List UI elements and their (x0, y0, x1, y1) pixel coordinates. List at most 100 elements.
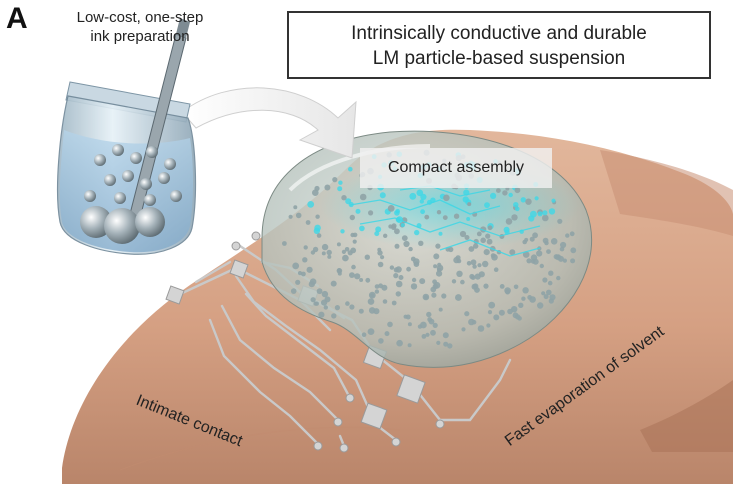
lm-particle (394, 228, 400, 235)
lm-particle (374, 289, 380, 294)
lm-particle (349, 272, 355, 278)
lm-particle (315, 214, 320, 219)
lm-particle (461, 327, 466, 332)
lm-particle (316, 288, 323, 295)
lm-particle (351, 264, 356, 270)
lm-particle (505, 218, 513, 225)
lm-particle (421, 334, 427, 339)
lm-particle (384, 331, 390, 337)
lm-particle (306, 266, 313, 273)
lm-particle (473, 243, 479, 249)
lm-particle (419, 278, 426, 285)
lm-particle (380, 255, 385, 260)
lm-particle (515, 206, 520, 212)
lm-particle (447, 343, 453, 349)
lm-particle (546, 249, 551, 255)
jar-particle (158, 172, 170, 184)
lm-particle (435, 243, 441, 249)
lm-particle (513, 202, 519, 208)
lm-particle (468, 246, 475, 252)
lm-particle (337, 271, 342, 276)
lm-particle (426, 311, 432, 318)
lm-particle (542, 214, 549, 222)
lm-particle (518, 302, 524, 308)
lm-particle (387, 321, 393, 328)
lm-particle (348, 166, 353, 172)
lm-particle (537, 302, 544, 309)
title-line2: LM particle-based suspension (372, 48, 626, 69)
panel-letter: A (6, 2, 28, 35)
lm-particle (541, 291, 546, 296)
lm-particle (480, 237, 487, 244)
lm-particle (407, 322, 412, 327)
lm-particle (487, 310, 493, 315)
ink-preparation-label: Low-cost, one-step ink preparation (40, 8, 240, 46)
lm-particle (438, 307, 443, 312)
lm-particle (460, 279, 465, 285)
lm-particle (487, 225, 493, 231)
lm-particle (464, 235, 470, 240)
lm-particle (367, 328, 375, 335)
lm-particle (337, 186, 343, 192)
lm-particle (470, 275, 476, 280)
lm-particle (420, 321, 427, 329)
lm-particle (359, 225, 365, 232)
lm-particle (570, 258, 576, 264)
lm-particle (459, 230, 467, 238)
lm-particle (365, 277, 371, 283)
lm-particle (321, 243, 329, 251)
lm-particle (345, 198, 352, 205)
lm-particle (375, 226, 382, 233)
lm-particle (420, 193, 427, 200)
lm-particle (509, 249, 516, 256)
lm-particle (367, 298, 375, 305)
lm-particle (410, 283, 418, 290)
lm-particle (358, 308, 364, 314)
lm-particle (350, 232, 355, 238)
lm-particle (377, 261, 384, 268)
lm-particle (308, 281, 315, 288)
lm-particle (381, 284, 388, 291)
lm-particle (551, 198, 556, 203)
lm-particle (464, 311, 470, 317)
lm-particle (419, 199, 424, 204)
conductive-network (349, 185, 541, 257)
lm-particle (542, 277, 548, 283)
lm-particle (477, 263, 482, 268)
lm-particle (513, 284, 519, 290)
lm-particle (316, 233, 322, 238)
lm-particle (524, 237, 529, 242)
lm-particle (342, 254, 349, 262)
lm-particle (537, 211, 543, 217)
lm-particle (394, 243, 400, 249)
lm-particle (466, 261, 472, 266)
lm-particle (455, 294, 462, 301)
lm-particle (313, 301, 318, 306)
jar-particle (146, 146, 158, 158)
lm-particle (368, 291, 376, 299)
jar-particle (104, 174, 116, 186)
lm-particle (338, 180, 343, 185)
lm-particle (352, 239, 357, 244)
jar-particle (114, 192, 126, 204)
lm-particle (467, 202, 472, 207)
lm-particle (345, 301, 350, 306)
jar-particles (80, 144, 182, 244)
lm-particle (543, 294, 549, 300)
lm-particle (430, 329, 436, 336)
lm-particle (546, 289, 552, 296)
lm-particle (334, 305, 340, 311)
lm-particle (542, 210, 548, 216)
lm-particle (336, 242, 341, 247)
jar-lm-droplet (135, 207, 165, 237)
lm-particle (410, 256, 416, 262)
lm-particle (437, 262, 442, 267)
lm-particle (483, 249, 490, 256)
lm-particle (336, 268, 342, 273)
lm-particle (514, 187, 521, 194)
lm-particle (350, 247, 357, 254)
lm-particle (379, 192, 386, 199)
lm-particle (324, 184, 331, 191)
lm-particle (323, 305, 328, 310)
jar-particle (170, 190, 182, 202)
